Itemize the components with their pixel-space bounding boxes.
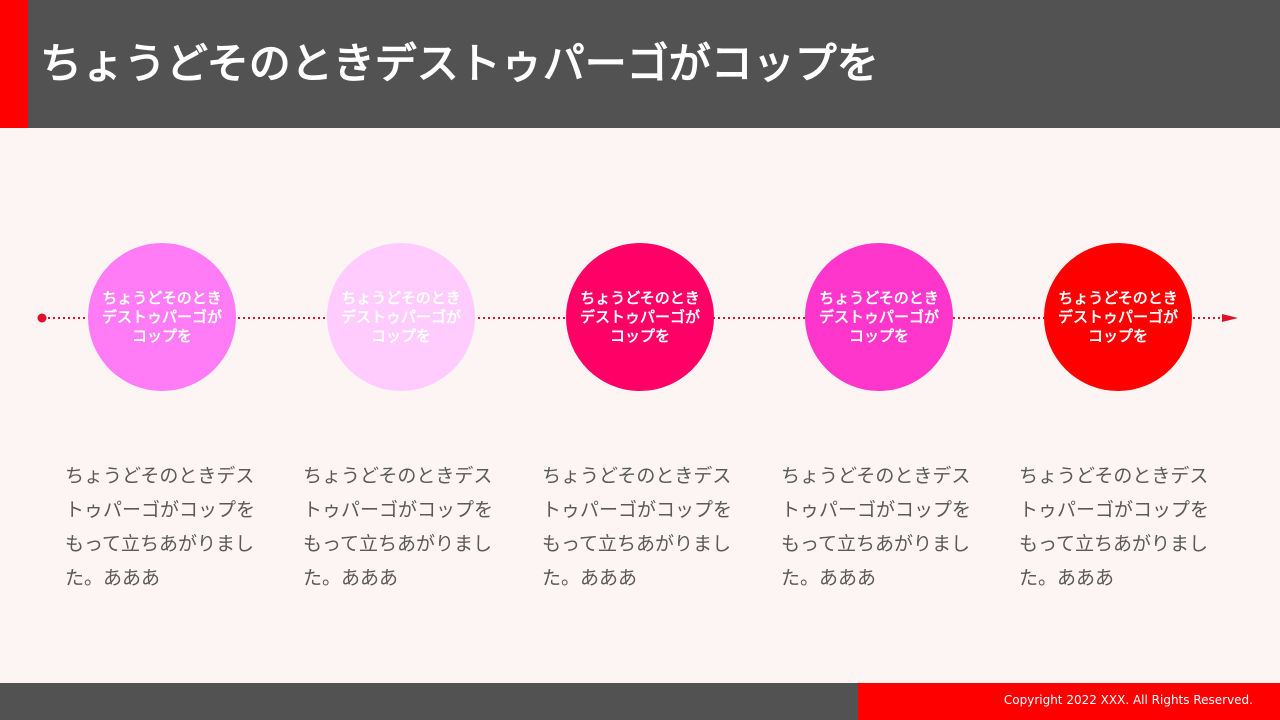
step-circle-5: ちょうどそのとき デストゥパーゴが コップを xyxy=(1044,243,1192,391)
header-bar xyxy=(0,0,1280,128)
step-circle-label-5: ちょうどそのとき デストゥパーゴが コップを xyxy=(1057,288,1178,345)
step-circle-label-4: ちょうどそのとき デストゥパーゴが コップを xyxy=(818,288,939,345)
step-description-5: ちょうどそのときデストゥパーゴがコップをもって立ちあがりました。あああ xyxy=(1019,465,1210,589)
step-description-1: ちょうどそのときデストゥパーゴがコップをもって立ちあがりました。あああ xyxy=(65,465,256,589)
step-circle-label-1: ちょうどそのとき デストゥパーゴが コップを xyxy=(101,288,222,345)
timeline-arrowhead-icon xyxy=(1222,314,1238,322)
step-description-2: ちょうどそのときデストゥパーゴがコップをもって立ちあがりました。あああ xyxy=(303,465,494,589)
step-circle-1: ちょうどそのとき デストゥパーゴが コップを xyxy=(88,243,236,391)
copyright-text: Copyright 2022 XXX. All Rights Reserved. xyxy=(1003,693,1253,707)
step-circle-3: ちょうどそのとき デストゥパーゴが コップを xyxy=(566,243,714,391)
header-accent-bar xyxy=(0,0,28,128)
step-circle-2: ちょうどそのとき デストゥパーゴが コップを xyxy=(327,243,475,391)
step-circle-label-2: ちょうどそのとき デストゥパーゴが コップを xyxy=(340,288,461,345)
step-circle-4: ちょうどそのとき デストゥパーゴが コップを xyxy=(805,243,953,391)
page-title: ちょうどそのときデストゥパーゴがコップを xyxy=(40,39,879,88)
step-description-3: ちょうどそのときデストゥパーゴがコップをもって立ちあがりました。あああ xyxy=(542,465,733,589)
step-circle-label-3: ちょうどそのとき デストゥパーゴが コップを xyxy=(579,288,700,345)
timeline-start-dot xyxy=(37,313,47,323)
step-description-4: ちょうどそのときデストゥパーゴがコップをもって立ちあがりました。あああ xyxy=(781,465,972,589)
timeline-dotted-arrow xyxy=(37,313,1238,323)
footer-accent-bar xyxy=(858,683,1280,720)
